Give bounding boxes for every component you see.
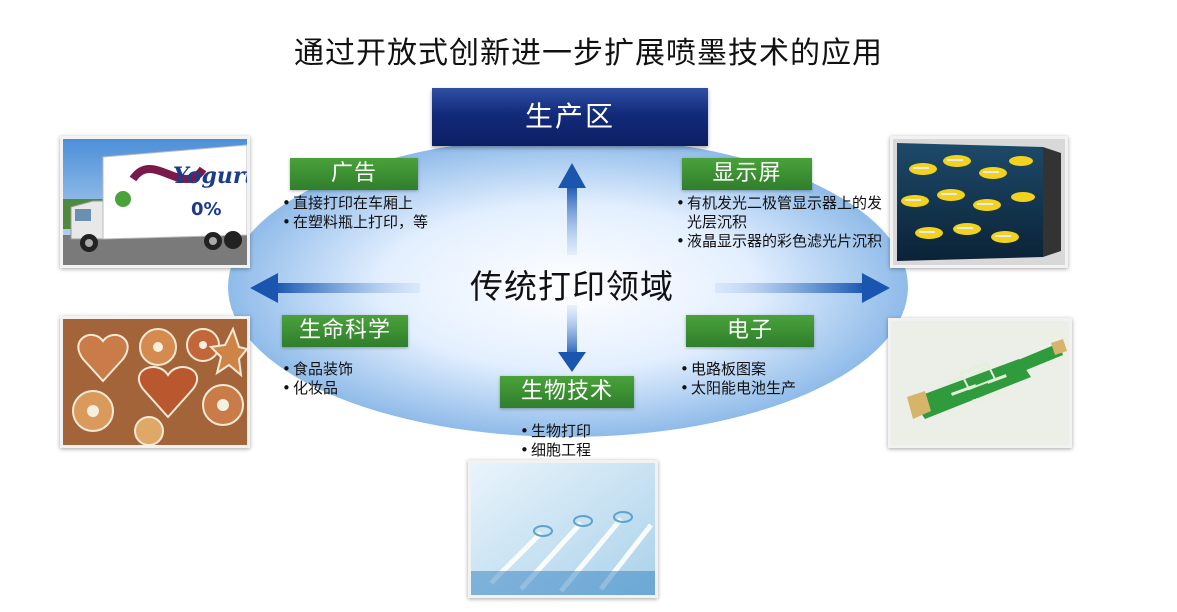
cookies-photo <box>60 316 250 448</box>
advertising-bullets: 直接打印在车厢上 在塑料瓶上打印，等 <box>282 194 482 232</box>
arrow-left <box>250 273 420 303</box>
list-item: 生物打印 <box>520 422 640 441</box>
arrow-right <box>715 273 890 303</box>
category-biotech: 生物技术 <box>500 376 634 408</box>
pcb-photo: Electronics <box>888 318 1072 448</box>
truck-photo: Yogurt 0% <box>60 136 250 268</box>
list-item: 有机发光二极管显示器上的发光层沉积 <box>676 194 886 232</box>
life-science-bullets: 食品装饰 化妆品 <box>282 360 422 398</box>
category-advertising: 广告 <box>290 158 418 190</box>
arrow-down <box>558 305 586 372</box>
truck-text: Yogurt <box>173 163 247 189</box>
diagram-title: 通过开放式创新进一步扩展喷墨技术的应用 <box>294 36 883 71</box>
truck-percent: 0% <box>191 199 222 220</box>
electronics-bullets: 电路板图案 太阳能电池生产 <box>680 360 840 398</box>
display-fish-photo <box>890 136 1068 268</box>
list-item: 直接打印在车厢上 <box>282 194 482 213</box>
category-electronics: 电子 <box>686 315 814 347</box>
biotech-bullets: 生物打印 细胞工程 <box>520 422 640 460</box>
list-item: 化妆品 <box>282 379 422 398</box>
list-item: 细胞工程 <box>520 441 640 460</box>
list-item: 液晶显示器的彩色滤光片沉积 <box>676 232 886 251</box>
arrow-up <box>558 163 586 255</box>
test-tubes-photo <box>468 460 658 598</box>
list-item: 电路板图案 <box>680 360 840 379</box>
category-life-science: 生命科学 <box>282 315 408 347</box>
list-item: 太阳能电池生产 <box>680 379 840 398</box>
category-display: 显示屏 <box>682 158 812 190</box>
display-bullets: 有机发光二极管显示器上的发光层沉积 液晶显示器的彩色滤光片沉积 <box>676 194 886 251</box>
list-item: 在塑料瓶上打印，等 <box>282 213 482 232</box>
center-label: 传统打印领域 <box>470 267 674 306</box>
list-item: 食品装饰 <box>282 360 422 379</box>
production-box: 生产区 <box>432 88 708 146</box>
